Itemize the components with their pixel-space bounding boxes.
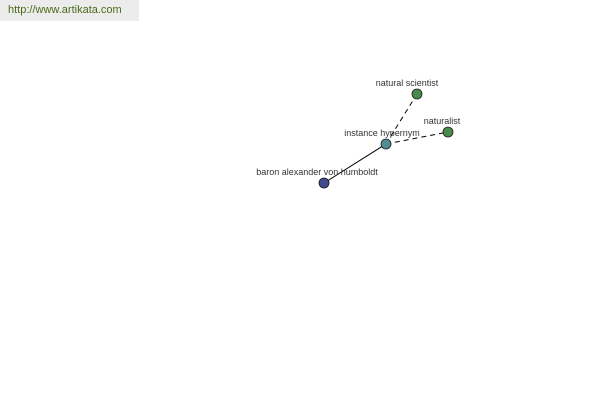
node-label-hypernym[interactable]: instance hypernym [344,128,420,138]
node-scientist[interactable] [411,88,423,100]
edge-hypernym-scientist [385,93,418,145]
nodes-layer [318,88,454,189]
node-naturalist[interactable] [442,126,454,138]
url-banner: http://www.artikata.com [0,0,139,21]
node-label-humboldt[interactable]: baron alexander von humboldt [256,167,378,177]
edge-hypernym-naturalist [385,131,449,145]
node-label-scientist[interactable]: natural scientist [376,78,439,88]
labels-layer: baron alexander von humboldt instance hyp… [256,78,461,177]
url-link[interactable]: http://www.artikata.com [8,4,122,16]
node-label-naturalist[interactable]: naturalist [424,116,461,126]
node-hypernym[interactable] [380,138,392,150]
edge-humboldt-hypernym [323,143,387,184]
node-humboldt[interactable] [318,177,330,189]
edges-layer [323,93,449,184]
